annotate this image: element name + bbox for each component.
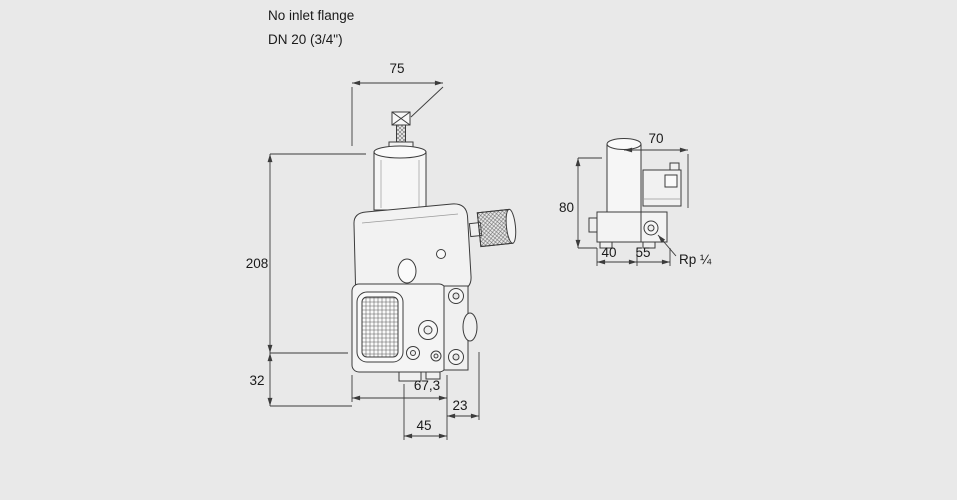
dim-front-base-height-label: 32 <box>249 373 264 388</box>
dim-side-top-width-label: 70 <box>648 131 663 146</box>
thread-size-label: Rp ¼ <box>679 252 712 267</box>
dim-side-depth-label: 40 <box>601 245 616 260</box>
dim-side-width-label: 55 <box>635 245 650 260</box>
side-valve-body <box>588 211 668 249</box>
dim-side-height-label: 80 <box>559 200 574 215</box>
strainer-mesh <box>361 296 399 358</box>
coil-connector-box <box>642 162 682 207</box>
dim-front-top-width-label: 75 <box>389 61 404 76</box>
actuator-housing <box>353 203 472 297</box>
valve-body <box>351 283 478 382</box>
front-dimensions <box>267 80 480 440</box>
front-view <box>351 111 517 382</box>
bonnet-cylinder <box>373 145 427 211</box>
solenoid-cylinder <box>606 138 642 213</box>
adjustment-knob <box>468 208 517 248</box>
dim-front-body-width-label: 67,3 <box>414 378 440 393</box>
dim-front-height-label: 208 <box>246 256 269 271</box>
drawing-title-line2: DN 20 (3/4") <box>268 32 343 47</box>
side-view <box>588 138 682 249</box>
dim-front-base-width-label: 45 <box>416 418 431 433</box>
dim-front-outlet-offset-label: 23 <box>452 398 467 413</box>
side-dimensions <box>575 147 689 266</box>
drawing-title-line1: No inlet flange <box>268 8 355 23</box>
